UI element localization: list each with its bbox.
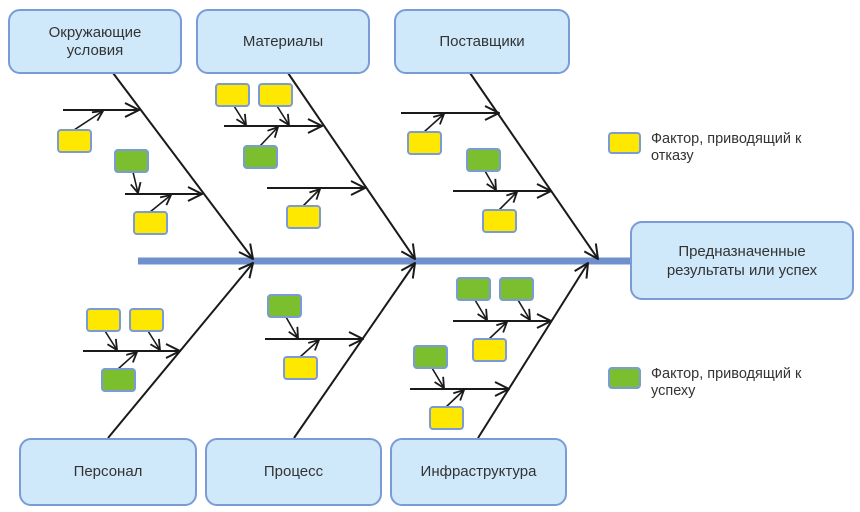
failure-factor-box xyxy=(57,129,92,153)
factor-arrow xyxy=(149,195,171,213)
factor-arrow xyxy=(445,390,464,408)
failure-factor-box xyxy=(407,131,442,155)
category-materials: Материалы xyxy=(196,9,370,74)
failure-factor-box xyxy=(129,308,164,332)
failure-factor-box xyxy=(258,83,293,107)
bone-suppliers xyxy=(469,72,598,259)
legend-failure-label: Фактор, приводящий к отказу xyxy=(651,131,802,164)
factor-arrow xyxy=(73,111,103,131)
factor-arrow xyxy=(133,171,138,193)
success-factor-box xyxy=(499,277,534,301)
category-label: Окружающие условия xyxy=(48,23,142,59)
legend-failure: Фактор, приводящий к отказу xyxy=(608,131,841,165)
category-environment: Окружающие условия xyxy=(8,9,182,74)
factor-arrow xyxy=(488,322,507,340)
factor-arrow xyxy=(302,189,320,207)
success-factor-box xyxy=(114,149,149,173)
success-factor-box xyxy=(101,368,136,392)
factor-arrow xyxy=(484,170,496,190)
category-infrastructure: Инфраструктура xyxy=(390,438,567,506)
category-label: Материалы xyxy=(242,32,324,50)
factor-arrow xyxy=(423,114,444,133)
failure-factor-box xyxy=(472,338,507,362)
success-factor-box xyxy=(456,277,491,301)
factor-arrow xyxy=(117,352,137,370)
success-factor-box xyxy=(243,145,278,169)
category-label: Процесс xyxy=(263,463,324,480)
outcome-box: Предназначенные результаты или успех xyxy=(630,221,854,300)
factor-arrow xyxy=(474,299,487,320)
factor-arrow xyxy=(233,105,246,125)
factor-arrow xyxy=(431,367,444,388)
failure-factor-box xyxy=(215,83,250,107)
legend-success-label: Фактор, приводящий к успеху xyxy=(651,366,802,399)
bone-process xyxy=(293,263,415,439)
success-factor-box xyxy=(267,294,302,318)
failure-factor-box xyxy=(133,211,168,235)
factor-arrow xyxy=(147,330,160,350)
category-label: Поставщики xyxy=(439,32,525,50)
factor-arrow xyxy=(517,299,530,320)
factor-arrow xyxy=(299,340,319,358)
factor-arrow xyxy=(498,192,517,211)
category-suppliers: Поставщики xyxy=(394,9,570,74)
outcome-label: Предназначенные результаты или успех xyxy=(666,242,818,279)
factor-arrow xyxy=(259,127,278,147)
failure-swatch xyxy=(608,132,641,154)
factor-arrow xyxy=(276,105,289,125)
category-label: Персонал xyxy=(73,463,143,480)
category-personnel: Персонал xyxy=(19,438,197,506)
bone-materials xyxy=(287,72,415,259)
failure-factor-box xyxy=(283,356,318,380)
legend-success: Фактор, приводящий к успеху xyxy=(608,366,841,400)
failure-factor-box xyxy=(286,205,321,229)
failure-factor-box xyxy=(482,209,517,233)
factor-arrow xyxy=(104,330,117,350)
failure-factor-box xyxy=(429,406,464,430)
success-swatch xyxy=(608,367,641,389)
success-factor-box xyxy=(413,345,448,369)
failure-factor-box xyxy=(86,308,121,332)
category-process: Процесс xyxy=(205,438,382,506)
category-label: Инфраструктура xyxy=(420,463,537,480)
success-factor-box xyxy=(466,148,501,172)
bone-infrastructure xyxy=(477,263,588,439)
factor-arrow xyxy=(285,316,298,338)
